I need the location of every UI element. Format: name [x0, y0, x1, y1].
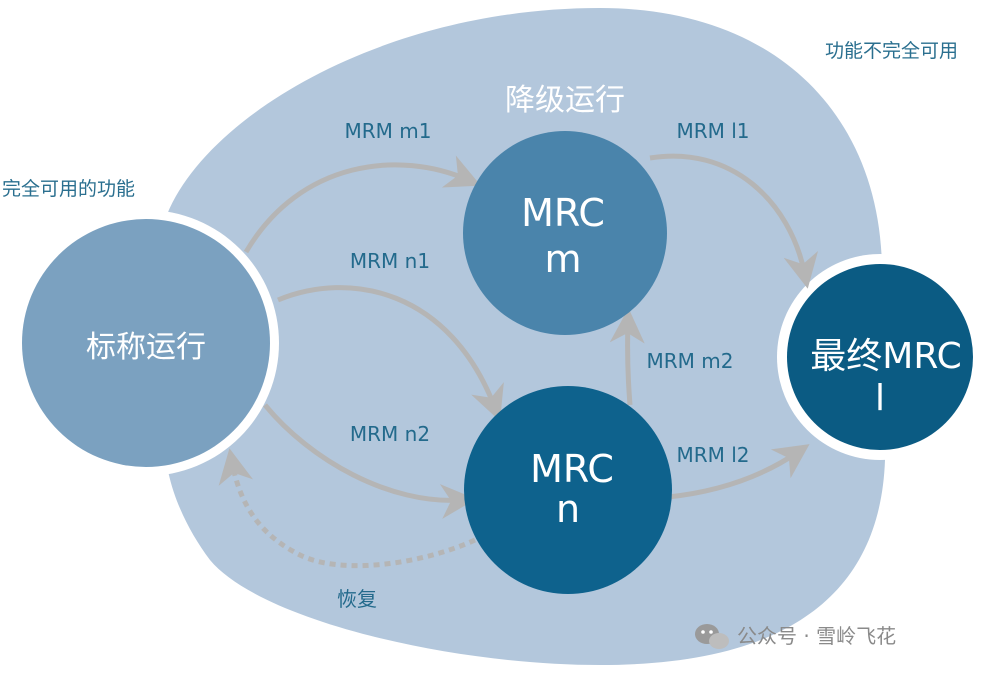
- node-nominal-label: 标称运行: [86, 330, 206, 365]
- edge-label-mrm-n1: MRM n1: [350, 249, 430, 273]
- node-mrc-m: [463, 131, 667, 335]
- arrow-mrm-n2: [263, 403, 476, 519]
- edge-label-mrm-m2: MRM m2: [647, 349, 734, 373]
- region-title: 降级运行: [505, 83, 625, 118]
- edge-label-recover: 恢复: [337, 587, 377, 611]
- arrow-mrm-l1: [649, 153, 819, 289]
- node-final-line2: l: [875, 378, 885, 419]
- edge-label-mrm-n2: MRM n2: [350, 422, 430, 446]
- edge-label-mrm-l1: MRM l1: [676, 119, 749, 143]
- corner-label-left: 完全可用的功能: [2, 178, 135, 200]
- node-mrc-m-line1: MRC: [521, 191, 605, 235]
- arrow-recover: [218, 448, 477, 569]
- edge-label-mrm-l2: MRM l2: [676, 443, 749, 467]
- watermark-text: 公众号 · 雪岭飞花: [737, 624, 896, 648]
- node-final-mrc: [787, 264, 973, 450]
- arrow-mrm-m1: [243, 155, 481, 254]
- node-mrc-n: [464, 386, 672, 594]
- node-mrc-n-line1: MRC: [530, 447, 614, 491]
- edge-label-mrm-m1: MRM m1: [345, 119, 432, 143]
- node-mrc-m-line2: m: [544, 237, 581, 281]
- corner-label-top-right: 功能不完全可用: [825, 40, 958, 62]
- arrow-mrm-l2: [667, 444, 810, 500]
- arrow-mrm-n1: [277, 285, 504, 422]
- node-mrc-n-line2: n: [556, 487, 580, 531]
- node-final-line1: 最终MRC: [810, 336, 961, 377]
- node-nominal: [22, 219, 270, 467]
- arrow-mrm-m2: [609, 308, 645, 406]
- wechat-icon: [695, 624, 729, 649]
